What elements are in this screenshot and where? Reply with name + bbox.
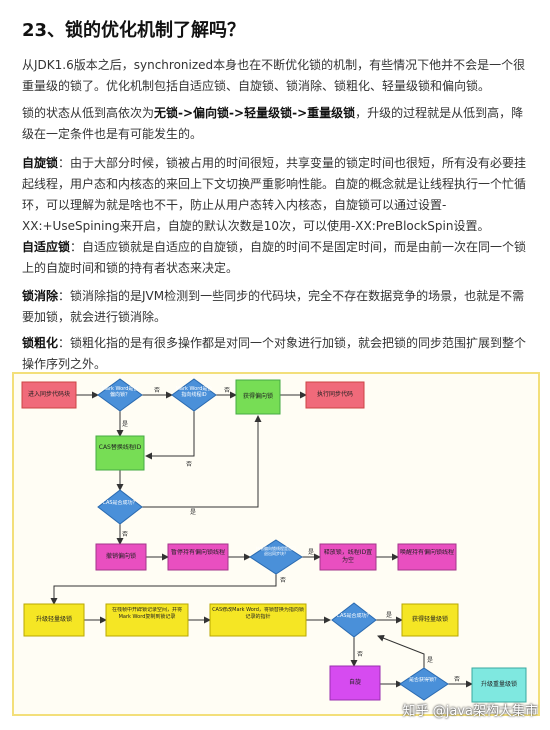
edge-label-yes-2: 是 bbox=[190, 509, 196, 516]
node-cas-markword bbox=[209, 603, 307, 637]
lock-state-paragraph: 锁的状态从低到高依次为无锁->偏向锁->轻量级锁->重量级锁，升级的过程就是从低… bbox=[22, 103, 532, 145]
edge-labels: 否 否 是 否 是 否 是 否 是 否 否 是 bbox=[122, 387, 460, 683]
node-pause-thread-label: 暂停持有偏向锁线程 bbox=[170, 549, 225, 556]
node-enter-sync-label: 进入同步代码块 bbox=[27, 391, 70, 398]
node-threadid-check bbox=[171, 378, 217, 412]
edge-label-no-1: 否 bbox=[154, 387, 160, 394]
edge-label-no-3: 否 bbox=[186, 461, 192, 468]
lock-coarsening-text: ：锁粗化指的是有很多操作都是对同一个对象进行加锁，就会把锁的同步范围扩展到整个操… bbox=[22, 336, 527, 371]
node-cas-replace-label: CAS替换线程ID bbox=[98, 444, 142, 451]
edge-label-yes-1: 是 bbox=[122, 421, 128, 428]
node-get-lock-check-label: 是否获得锁？ bbox=[408, 677, 439, 683]
lock-elimination-text: ：锁消除指的是JVM检测到一些同步的代码块，完全不存在数据竞争的场景，也就是不需… bbox=[22, 289, 525, 324]
lock-state-pre: 锁的状态从低到高依次为 bbox=[22, 106, 155, 120]
node-cas-check-2 bbox=[331, 602, 377, 638]
node-get-light bbox=[401, 603, 459, 637]
lock-state-order: 无锁->偏向锁->轻量级锁->重量级锁 bbox=[154, 106, 356, 120]
node-spin bbox=[329, 665, 381, 701]
edge-label-no-7: 否 bbox=[454, 676, 460, 683]
node-wake-thread-label: 唤醒持有偏向锁线程 bbox=[400, 549, 454, 556]
node-get-biased-label: 获得偏向锁 bbox=[242, 393, 273, 400]
node-exec-sync bbox=[305, 381, 365, 409]
node-wake-thread bbox=[397, 543, 457, 571]
node-copy-markword-label: 在栈帧中开辟锁记录空间，并将Mark Word复制到锁记录 bbox=[111, 607, 182, 620]
spin-lock-label: 自旋锁 bbox=[22, 156, 59, 170]
lock-coarsening-label: 锁粗化 bbox=[22, 336, 59, 350]
adaptive-lock-label: 自适应锁 bbox=[22, 240, 71, 254]
node-release-lock-label: 释放锁，线程ID置为空 bbox=[323, 549, 373, 564]
node-cas-check-2-label: CAS是否成功？ bbox=[336, 613, 372, 619]
spin-lock-paragraph: 自旋锁：由于大部分时候，锁被占用的时间很短，共享变量的锁定时间也很短，所有没有必… bbox=[22, 153, 532, 237]
node-upgrade-heavy-label: 升级重量级锁 bbox=[480, 681, 517, 688]
page-title: 23、锁的优化机制了解吗？ bbox=[22, 20, 246, 41]
node-spin-label: 自旋 bbox=[348, 679, 361, 686]
node-cas-replace bbox=[95, 435, 145, 471]
node-enter-sync bbox=[21, 381, 77, 409]
node-exit-check bbox=[249, 539, 303, 575]
lock-elimination-label: 锁消除 bbox=[22, 289, 59, 303]
node-pause-thread bbox=[167, 543, 229, 571]
node-cas-check bbox=[97, 489, 143, 525]
edge-label-yes-5: 是 bbox=[427, 657, 433, 664]
node-release-lock bbox=[319, 543, 377, 571]
node-get-lock-check bbox=[399, 667, 449, 701]
node-upgrade-light-label: 升级轻量级锁 bbox=[35, 616, 72, 623]
edge-label-no-6: 否 bbox=[357, 651, 363, 658]
node-get-biased bbox=[235, 379, 281, 415]
intro-paragraph: 从JDK1.6版本之后，synchronized本身也在不断优化锁的机制，有些情… bbox=[22, 58, 526, 93]
lock-state-post: ，升级的过程就是从低到高，降级在一定条件也是有可能发生的。 bbox=[22, 106, 524, 141]
node-revoke-biased-label: 撤销偏向锁 bbox=[105, 553, 136, 560]
edge-label-no-5: 否 bbox=[280, 577, 286, 584]
node-exit-check-label: 持有偏向锁线程是否已退出同步块？ bbox=[256, 546, 296, 556]
edge-label-yes-3: 是 bbox=[308, 549, 314, 556]
node-cas-check-label: CAS是否成功？ bbox=[102, 500, 138, 506]
lock-elimination-paragraph: 锁消除：锁消除指的是JVM检测到一些同步的代码块，完全不存在数据竞争的场景，也就… bbox=[22, 286, 532, 328]
node-exec-sync-label: 执行同步代码 bbox=[316, 391, 353, 398]
edge-label-yes-4: 是 bbox=[386, 612, 392, 619]
lock-upgrade-flowchart: 否 否 是 否 是 否 是 否 是 否 否 是 进入同步代码块 Mark Wor… bbox=[12, 372, 540, 716]
node-revoke-biased bbox=[95, 543, 147, 571]
node-cas-markword-label: CAS修改Mark Word，将锁替换为指向锁记录的指针 bbox=[212, 607, 304, 620]
zhihu-watermark: 知乎 @java架构大集市 bbox=[402, 704, 538, 719]
flowchart-svg: 否 否 是 否 是 否 是 否 是 否 否 是 进入同步代码块 Mark Wor… bbox=[21, 378, 527, 703]
node-biased-check bbox=[97, 378, 143, 412]
adaptive-lock-text: ：自适应锁就是自适应的自旋锁，自旋的时间不是固定时间，而是由前一次在同一个锁上的… bbox=[22, 240, 527, 275]
edge-label-no-4: 否 bbox=[122, 531, 128, 538]
spin-lock-text: ：由于大部分时候，锁被占用的时间很短，共享变量的锁定时间也很短，所有没有必要挂起… bbox=[22, 156, 527, 233]
adaptive-lock-paragraph: 自适应锁：自适应锁就是自适应的自旋锁，自旋的时间不是固定时间，而是由前一次在同一… bbox=[22, 237, 532, 279]
flow-edges bbox=[50, 391, 473, 688]
edge-label-no-2: 否 bbox=[224, 387, 230, 394]
node-copy-markword bbox=[105, 603, 189, 637]
node-get-light-label: 获得轻量级锁 bbox=[411, 616, 448, 623]
node-biased-check-label: Mark Word是否偏向锁？ bbox=[101, 386, 139, 398]
node-upgrade-light bbox=[23, 603, 85, 637]
lock-coarsening-paragraph: 锁粗化：锁粗化指的是有很多操作都是对同一个对象进行加锁，就会把锁的同步范围扩展到… bbox=[22, 333, 532, 375]
node-upgrade-heavy bbox=[471, 667, 527, 703]
node-threadid-check-label: Mark Word是否指向线程ID bbox=[175, 386, 213, 398]
